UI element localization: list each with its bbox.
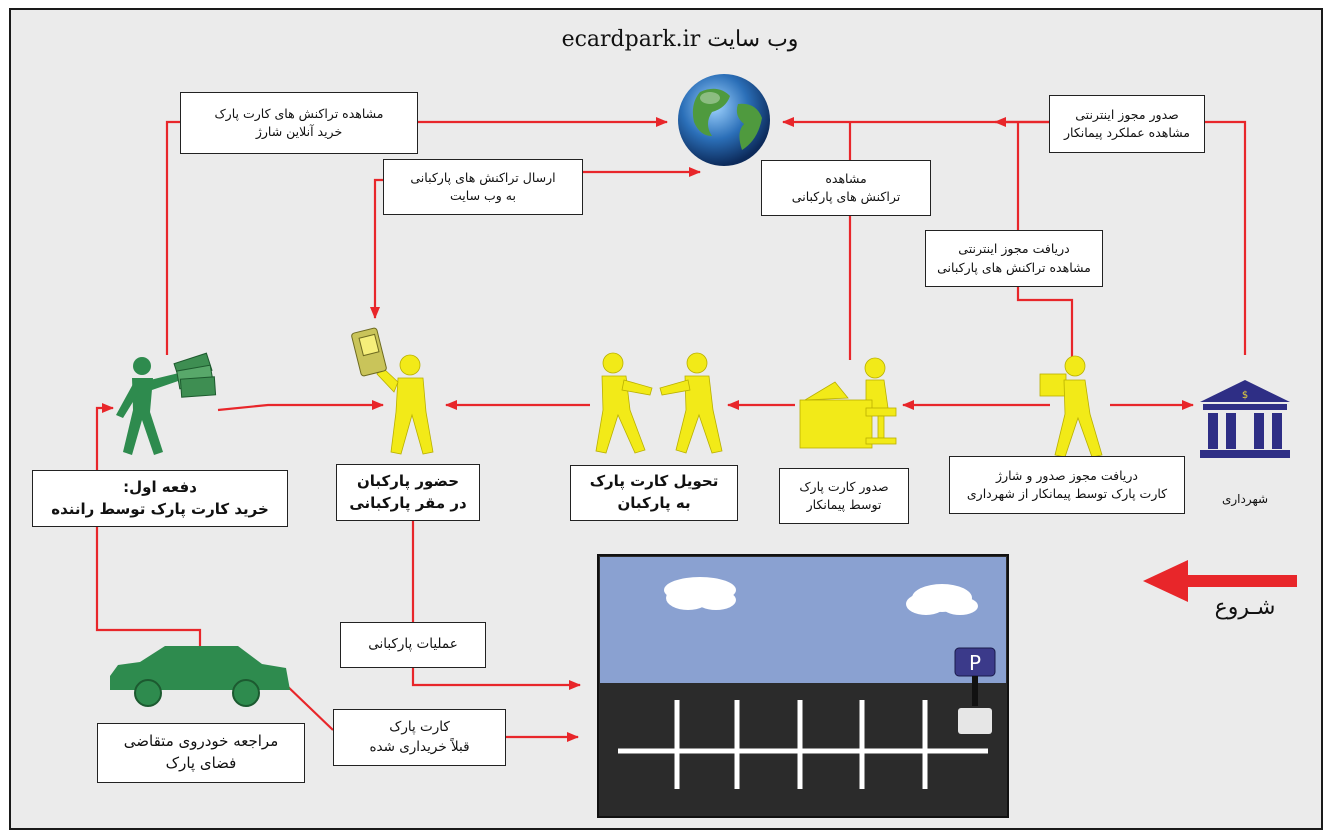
box-municipality-license-line2: کارت پارک توسط پیمانکار از شهرداری (966, 486, 1168, 501)
box-car-request-line2: فضای پارک (165, 754, 237, 772)
connector-car-first (95, 527, 202, 648)
box-municipality-license-line1: دریافت مجوز صدور و شارژ (996, 467, 1138, 483)
box-card-issue-line1: صدور کارت پارک (799, 478, 889, 494)
money-icon (173, 352, 217, 398)
box-card-issue: صدور کارت پارک توسط پیمانکار (779, 468, 909, 524)
box-view-parking-line1: مشاهده (825, 170, 867, 186)
box-view-parking: مشاهده تراکنش های پارکبانی (761, 160, 931, 216)
box-first-time-line1: دفعه اول: (123, 477, 197, 496)
box-send-transactions-line1: ارسال تراکنش های پارکبانی (410, 169, 556, 185)
box-attendant-presence-line2: در مقر پارکبانی (349, 493, 467, 512)
box-attendant-presence: حضور پارکبان در مقر پارکبانی (336, 464, 480, 521)
box-issue-license: صدور مجوز اینترنتی مشاهده عملکرد پیمانکا… (1049, 95, 1205, 153)
globe-icon (678, 74, 770, 166)
box-view-transactions: مشاهده تراکنش های کارت پارک خرید آنلاین … (180, 92, 418, 154)
bank-icon: $ (1200, 380, 1290, 458)
box-send-transactions-line2: به وب سایت (450, 188, 516, 203)
parking-sign-letter: P (969, 651, 981, 675)
connector-first-up (95, 403, 114, 470)
box-prepaid-card: کارت پارک قبلاً خریداری شده (333, 709, 506, 766)
box-issue-license-line2: مشاهده عملکرد پیمانکار (1064, 125, 1191, 140)
contractor-icon (799, 357, 897, 449)
box-car-request: مراجعه خودروی متقاضی فضای پارک (97, 723, 305, 783)
connector-bank-up (1205, 120, 1247, 355)
license-carrier-icon (1039, 355, 1103, 458)
handover-icon (595, 352, 723, 454)
box-send-transactions: ارسال تراکنش های پارکبانی به وب سایت (383, 159, 583, 215)
start-arrow (1143, 560, 1297, 602)
box-first-time-line2: خرید کارت پارک توسط راننده (51, 499, 269, 518)
box-municipality-license: دریافت مجوز صدور و شارژ کارت پارک توسط پ… (949, 456, 1185, 514)
box-receive-license: دریافت مجوز اینترنتی مشاهده تراکنش های پ… (925, 230, 1103, 287)
connector-attendant-parking (411, 520, 581, 690)
start-label: شـروع (1214, 595, 1276, 620)
box-receive-license-line2: مشاهده تراکنش های پارکبانی (937, 259, 1091, 275)
box-parking-ops-line1: عملیات پارکبانی (368, 636, 458, 653)
cloud-left (664, 577, 736, 610)
box-card-issue-line2: توسط پیمانکار (806, 497, 882, 512)
pos-device-icon (351, 327, 387, 377)
car-icon (110, 646, 290, 707)
box-first-time: دفعه اول: خرید کارت پارک توسط راننده (32, 470, 288, 527)
driver-icon (116, 357, 184, 455)
connector-car-prepaid (283, 682, 334, 731)
box-parking-ops: عملیات پارکبانی (340, 622, 486, 668)
box-prepaid-card-line2: قبلاً خریداری شده (369, 738, 470, 755)
website-title: وب سایت ecardpark.ir (561, 27, 799, 52)
box-view-transactions-line2: خرید آنلاین شارژ (255, 124, 343, 139)
connector-driver-attendant (217, 400, 384, 412)
box-card-delivery: تحویل کارت پارک به پارکبان (570, 465, 738, 521)
municipality-label: شهرداری (1221, 492, 1269, 506)
box-issue-license-line1: صدور مجوز اینترنتی (1075, 106, 1179, 122)
box-receive-license-line1: دریافت مجوز اینترنتی (958, 241, 1070, 257)
cloud-right (906, 584, 978, 615)
connector-driver-globe (165, 117, 668, 355)
parking-meter-base (958, 708, 992, 734)
box-card-delivery-line2: به پارکبان (617, 494, 691, 512)
box-car-request-line1: مراجعه خودروی متقاضی (123, 732, 279, 751)
box-view-transactions-line1: مشاهده تراکنش های کارت پارک (214, 105, 384, 121)
box-prepaid-card-line1: کارت پارک (389, 718, 450, 735)
box-attendant-presence-line1: حضور پارکبان (356, 471, 460, 490)
attendant-icon (376, 354, 434, 455)
parking-lot: P (597, 554, 1009, 818)
bank-symbol: $ (1242, 390, 1248, 401)
box-card-delivery-line1: تحویل کارت پارک (589, 472, 719, 491)
connector-receive-down (1016, 287, 1074, 360)
box-view-parking-line2: تراکنش های پارکبانی (791, 189, 901, 204)
